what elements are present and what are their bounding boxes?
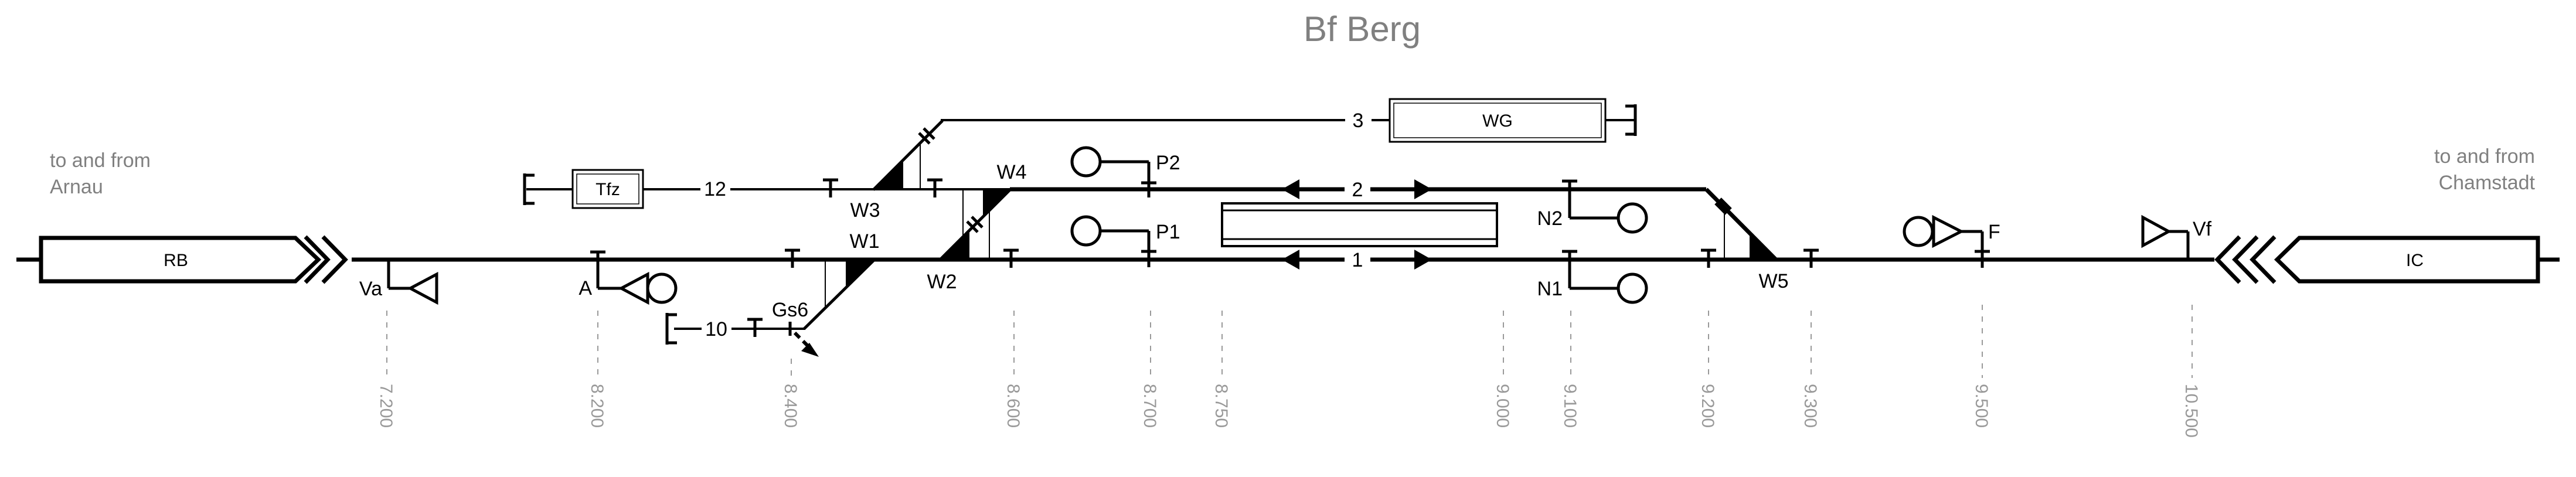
track-1-label: 1: [1352, 249, 1363, 271]
main-signal-icon: [1070, 215, 1102, 247]
train-ic: IC: [2214, 235, 2540, 284]
corridor-right-line2: Chamstadt: [2439, 172, 2536, 194]
track-1-number: 1: [1282, 249, 1432, 271]
signal-vf: Vf: [2141, 214, 2212, 260]
derailer-label: Gs6: [772, 299, 808, 321]
km-label: 8.700: [1140, 384, 1159, 428]
track-2-label: 2: [1352, 179, 1363, 201]
joint-mark-icon: [1003, 248, 1019, 268]
switch-w2-label: W2: [927, 271, 957, 293]
joint-marks: [747, 178, 1819, 337]
wg-label: WG: [1482, 111, 1513, 131]
km-label: 7.200: [376, 384, 396, 428]
joint-mark-icon: [1701, 248, 1716, 268]
main-signal-icon: [1903, 216, 1934, 247]
switch-w4-label: W4: [997, 161, 1027, 183]
switch-w1-label: W1: [850, 230, 880, 253]
signal-va: Va: [359, 260, 438, 305]
switch-w5-label: W5: [1759, 270, 1789, 292]
signal-f: F: [1903, 214, 2000, 268]
km-label: 8.200: [587, 384, 607, 428]
km-grid: [386, 305, 2193, 378]
crossover-w2-w4: W2 W4: [927, 161, 1027, 293]
distant-signal-icon: [618, 271, 649, 305]
buffer-stop-icon: [1625, 104, 1637, 136]
chevron-right-icon: [321, 235, 348, 284]
switch-w3-label: W3: [850, 199, 880, 222]
switch-w3: W3: [850, 120, 944, 222]
derailer-gs6: Gs6: [772, 299, 819, 357]
joint-mark-icon: [823, 178, 838, 197]
signal-n1: N1: [1537, 250, 1648, 304]
tfz-depot-box: Tfz: [571, 169, 644, 209]
signal-a-label: A: [579, 277, 592, 299]
signal-p1-label: P1: [1156, 221, 1180, 243]
signal-p1: P1: [1070, 215, 1180, 267]
chevron-left-icon: [2214, 235, 2241, 284]
chevron-left-icon: [2250, 235, 2276, 284]
insulated-joint-icon: [1714, 197, 1732, 215]
km-labels: 7.200 8.200 8.400 8.600 8.700 8.750 9.00…: [376, 384, 2201, 438]
arrow-right-icon: [1414, 179, 1432, 199]
page-title: Bf Berg: [1304, 9, 1421, 49]
main-signal-icon: [646, 272, 678, 304]
insulated-joint-icon: [918, 127, 935, 145]
km-label: 8.600: [1003, 384, 1023, 428]
distant-signal-icon: [1932, 214, 1965, 248]
signal-a: A: [579, 250, 678, 305]
joint-mark-icon: [1803, 248, 1819, 268]
buffer-stop-icon: [665, 313, 677, 345]
km-label: 9.500: [1972, 384, 1991, 428]
track-2-number: 2: [1282, 179, 1432, 201]
corridor-left-line1: to and from: [50, 149, 151, 172]
km-label: 9.000: [1493, 384, 1512, 428]
chevron-left-icon: [2232, 235, 2259, 284]
train-rb: RB: [39, 235, 348, 284]
corridor-label-right: to and from Chamstadt: [2434, 145, 2536, 194]
main-signal-icon: [1617, 202, 1648, 234]
distant-signal-icon: [2141, 214, 2172, 248]
joint-mark-icon: [927, 178, 942, 197]
track-3-label: 3: [1353, 110, 1364, 132]
insulated-joint-icon: [966, 216, 984, 233]
train-ic-label: IC: [2406, 251, 2424, 270]
main-signal-icon: [1617, 272, 1648, 304]
platform: [1221, 202, 1498, 247]
buffer-stop-icon: [523, 173, 535, 205]
arrow-right-icon: [1414, 250, 1432, 270]
train-rb-label: RB: [164, 251, 188, 270]
track-12-label: 12: [704, 178, 726, 200]
km-label: 9.200: [1698, 384, 1717, 428]
wg-goods-shed-box: WG: [1389, 98, 1607, 143]
km-label: 8.400: [781, 384, 800, 428]
arrow-left-icon: [1282, 250, 1299, 270]
signal-va-label: Va: [359, 278, 382, 300]
signal-n1-label: N1: [1537, 278, 1563, 300]
joint-mark-icon: [785, 248, 800, 268]
km-label: 10.500: [2182, 384, 2201, 438]
derail-arrow-icon: [801, 343, 819, 357]
switch-w5: W5: [1714, 197, 1789, 292]
main-signal-icon: [1070, 146, 1102, 178]
signal-n2-label: N2: [1537, 207, 1563, 230]
tfz-label: Tfz: [595, 180, 620, 199]
distant-signal-icon: [407, 271, 438, 305]
chevron-right-icon: [304, 235, 331, 284]
km-label: 8.750: [1212, 384, 1231, 428]
switch-w1: W1: [803, 230, 880, 330]
corridor-right-line1: to and from: [2434, 145, 2535, 168]
signal-p2: P2: [1070, 146, 1180, 197]
corridor-label-left: to and from Arnau: [50, 149, 151, 198]
signal-vf-label: Vf: [2193, 218, 2212, 240]
signal-n2: N2: [1537, 179, 1648, 234]
arrow-left-icon: [1282, 179, 1299, 199]
joint-mark-icon: [747, 318, 763, 337]
signal-p2-label: P2: [1156, 152, 1180, 174]
km-label: 9.300: [1801, 384, 1820, 428]
corridor-left-line2: Arnau: [50, 176, 103, 198]
signal-f-label: F: [1988, 221, 2000, 243]
track-10-label: 10: [705, 318, 727, 340]
km-label: 9.100: [1560, 384, 1580, 428]
